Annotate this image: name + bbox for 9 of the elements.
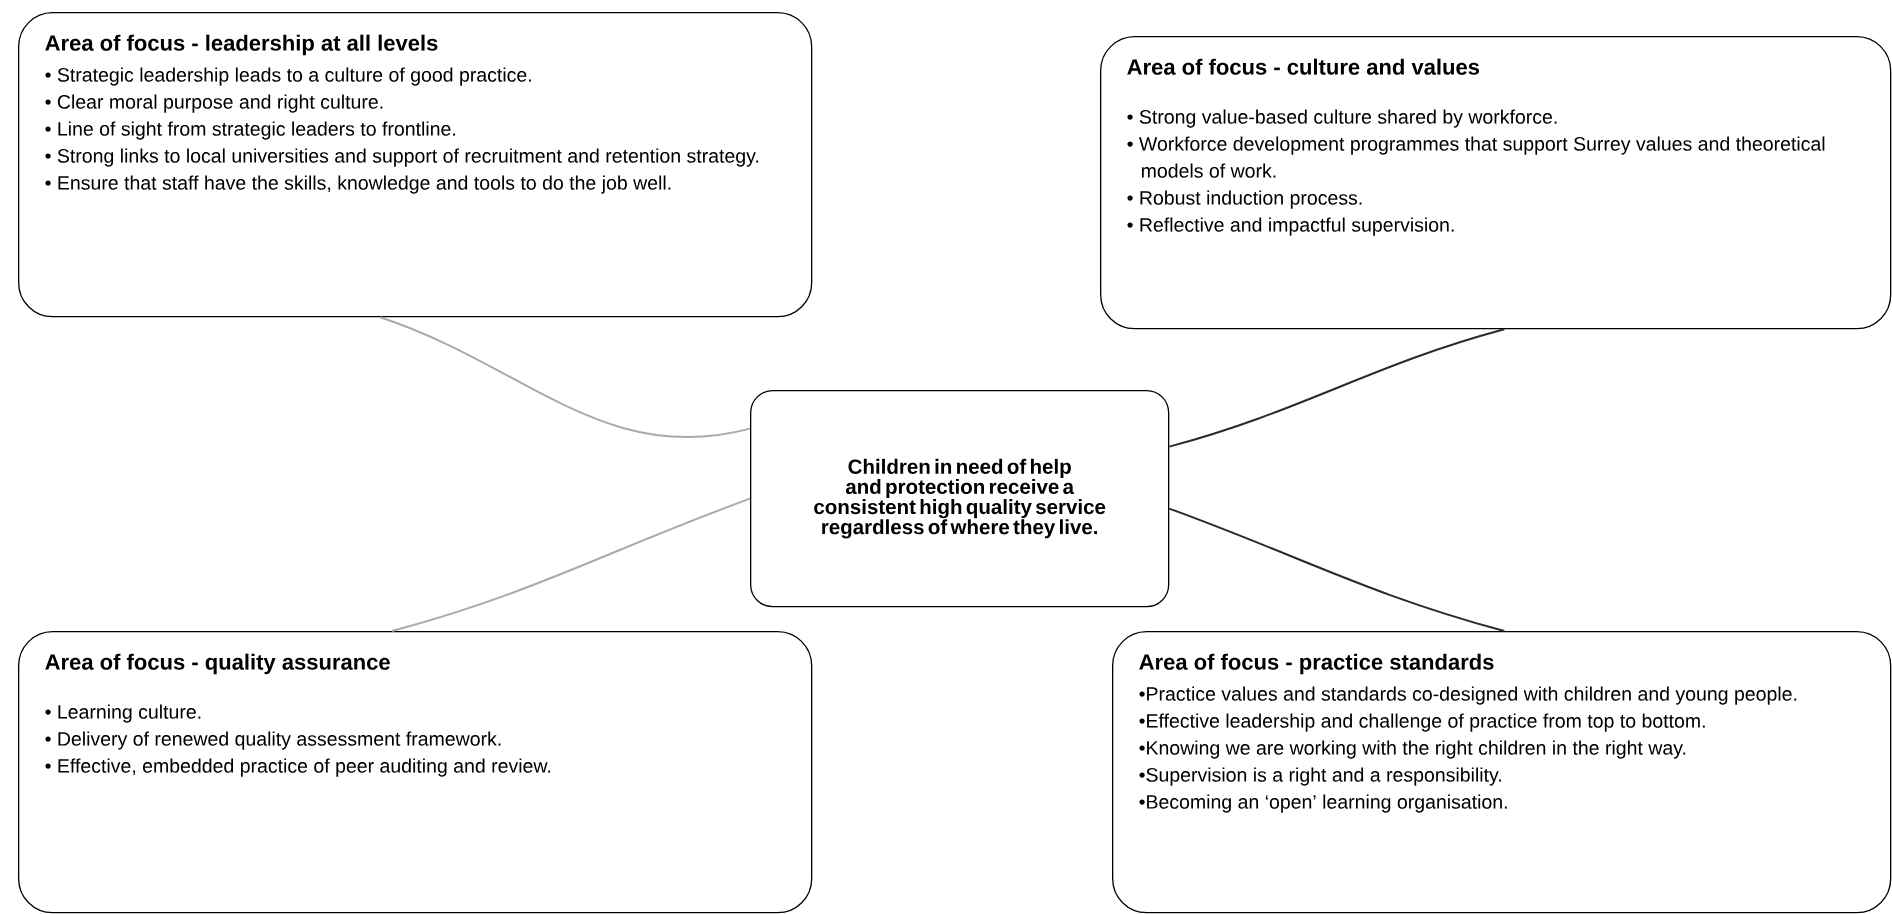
- text-box: Area of focus - practice standards •Practice values and standards co-designed with children and young people. •Effective leadership and challenge of practice from top to bottom. •Knowing we are working with the right children in the right way. •Supervision is a right and a responsibility. •Becoming an ‘open’ learning organisation.: [1112, 631, 1892, 914]
- text-box: Area of focus - leadership at all levels • Strategic leadership leads to a culture of good practice. • Clear moral purpose and right culture. • Line of sight from strategic leaders to frontline. • Strong links to local universities and support of recruitment and retention strategy. • Ensure that staff have the skills, knowledge and tools to do the job well.: [18, 12, 813, 318]
- connector: [1168, 328, 1506, 448]
- connector: [1168, 507, 1506, 632]
- text-box: Area of focus - quality assurance • Learning culture. • Delivery of renewed quality assessment framework. • Effective, embedded practice of peer auditing and review.: [18, 631, 813, 914]
- text-box: Children in need of help and protection receive a consistent high quality service regardless of where they live.: [750, 390, 1170, 608]
- connector: [391, 497, 751, 632]
- connector: [379, 316, 751, 439]
- text-box: Area of focus - culture and values • Strong value-based culture shared by workforce. • Workforce development programmes that support Surrey values and theoretical models of work. • Robust induction process. • Reflective and impactful supervision.: [1100, 36, 1892, 330]
